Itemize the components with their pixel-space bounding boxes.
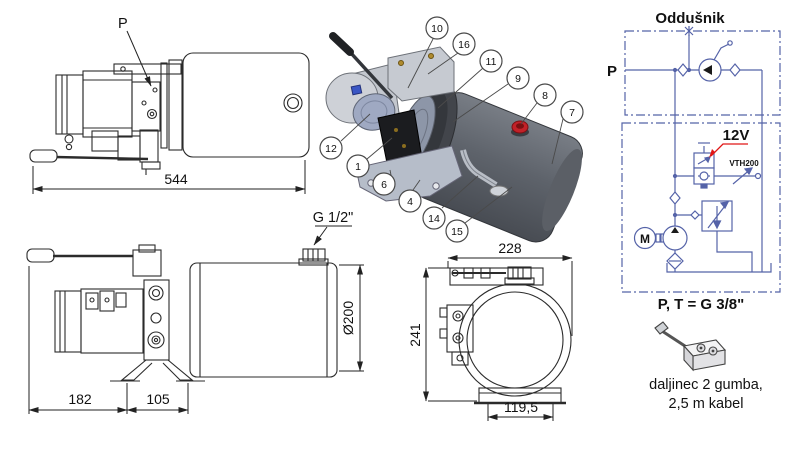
mount-feet: [120, 359, 194, 381]
callout-balloon: 4: [398, 189, 422, 213]
dim-label-diameter: Ø200: [340, 301, 356, 335]
dim-label-228: 228: [498, 240, 522, 256]
callout-number: 10: [431, 23, 443, 35]
callout-number: 16: [458, 39, 470, 51]
assembly-3d-view: [325, 32, 583, 243]
tank-outline: [182, 52, 310, 158]
callout-balloon: 14: [422, 206, 446, 230]
callout-balloon: 8: [533, 83, 557, 107]
hand-lever-handle: [29, 149, 58, 163]
dim-label-105: 105: [146, 391, 170, 407]
motor-end-cap: [55, 74, 84, 135]
dim-label-544: 544: [164, 171, 188, 187]
cap-leader-line: [313, 226, 328, 246]
check-valve: [729, 63, 741, 77]
callout-number: 14: [428, 213, 440, 225]
side-view-drawing: [29, 52, 310, 175]
motor-body: [82, 70, 133, 138]
hydraulic-schematic: [621, 26, 781, 293]
tank-circle: [458, 283, 572, 397]
callout-leaders: [340, 38, 564, 224]
top-box-3d: [387, 46, 455, 102]
front-view-annotations: [423, 255, 573, 421]
callout-balloon: 16: [452, 32, 476, 56]
callout-number: 6: [381, 179, 387, 191]
motor-end-cap: [54, 290, 82, 353]
callout-number: 4: [407, 196, 413, 208]
callout-number: 11: [486, 56, 497, 68]
callout-number: 1: [355, 161, 361, 173]
callout-balloon: 7: [560, 100, 584, 124]
mount-plate: [113, 63, 182, 75]
dim-label-119-5: 119,5: [504, 399, 538, 415]
tank-outline: [189, 262, 338, 378]
check-valve: [677, 63, 689, 77]
voltage-label: 12V: [723, 127, 750, 144]
front-view-drawing: [439, 266, 572, 405]
remote-body-side: [683, 344, 694, 372]
callout-balloon: 10: [425, 16, 449, 40]
lever-3d: [348, 50, 394, 100]
pump-column: [143, 279, 170, 361]
callout-balloon: 12: [319, 136, 343, 160]
callout-balloon: 15: [445, 219, 469, 243]
tank-end-3d: [542, 148, 582, 232]
port-leader-line: [126, 30, 152, 87]
callout-number: 7: [569, 107, 575, 119]
breather-symbol: [684, 26, 694, 36]
side-view-annotations: [32, 30, 306, 194]
throttle-label: VTH200: [729, 159, 759, 168]
callout-balloon: 11: [479, 49, 503, 73]
cap-thread-label: G 1/2": [313, 210, 354, 226]
ports-note: P, T = G 3/8": [658, 296, 744, 313]
schematic-port-label: P: [607, 63, 617, 80]
check-valve: [669, 191, 681, 205]
motor-body: [80, 288, 144, 354]
remote-control-drawing: [654, 321, 727, 372]
hand-lever-handle: [26, 248, 55, 263]
motor-label: M: [640, 232, 650, 246]
dim-label-241: 241: [407, 323, 423, 347]
callout-number: 12: [325, 143, 337, 155]
callout-number: 9: [515, 73, 521, 85]
schematic-bottom-boundary: [621, 122, 781, 293]
callout-number: 15: [451, 226, 463, 238]
tank-symbol: [666, 263, 772, 273]
valve-block: [131, 81, 161, 132]
top-plate: [449, 267, 544, 286]
filler-cap-front: [507, 266, 532, 280]
cable-connector: [654, 321, 669, 335]
lever-handle-3d: [329, 32, 354, 56]
port-label: P: [118, 16, 128, 32]
callout-balloons: 10 16 11 9 8 7 12 1 6 4 14 15: [319, 16, 584, 243]
schematic-red-leader: [709, 143, 748, 158]
hand-lever-arm: [54, 155, 149, 161]
breather-label: Oddušnik: [655, 10, 725, 27]
bottom-view-drawing: [26, 244, 338, 382]
remote-caption-line1: daljinec 2 gumba,: [649, 377, 763, 393]
callout-balloon: 6: [372, 172, 396, 196]
bottom-view-annotations: [28, 225, 364, 414]
tank-port: [283, 93, 303, 113]
callout-balloon: 1: [346, 154, 370, 178]
filler-cap: [302, 248, 326, 262]
callout-number: 8: [542, 90, 548, 102]
callout-balloon: 9: [506, 66, 530, 90]
remote-caption-line2: 2,5 m kabel: [669, 396, 744, 412]
dim-label-182: 182: [68, 391, 92, 407]
